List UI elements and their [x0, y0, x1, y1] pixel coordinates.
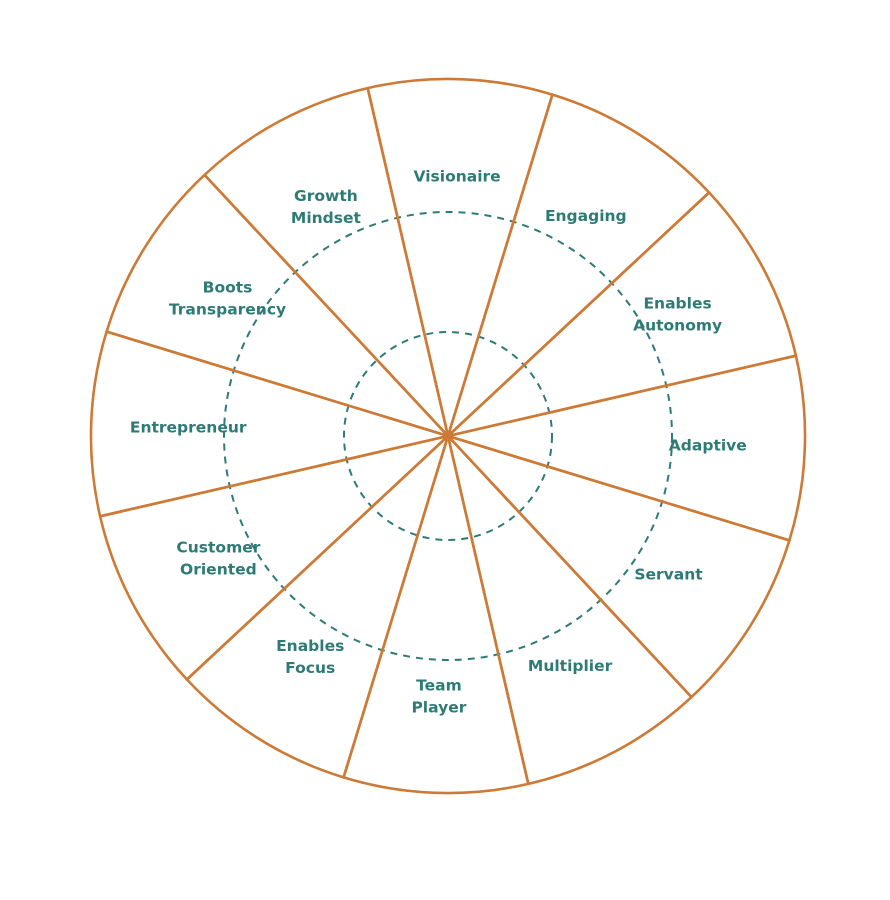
segment-label-line: Adaptive [669, 437, 747, 455]
wheel-segment [446, 191, 798, 438]
segment-label-line: Multiplier [528, 657, 613, 675]
segment-label-line: Engaging [545, 207, 627, 225]
segment-label-line: Transparency [169, 301, 286, 319]
wheel-segment [342, 434, 530, 795]
segment-label-line: Boots [203, 279, 253, 297]
wheel-segment [105, 173, 450, 438]
wheel-segment [446, 434, 693, 786]
wheel-segment [366, 77, 554, 438]
segment-label-line: Visionaire [414, 168, 501, 186]
segment-label-line: Autonomy [633, 316, 722, 334]
wheel-segment [185, 434, 450, 779]
outer-dashed-circle [223, 211, 673, 661]
wheel-segment [446, 434, 791, 699]
segment-label-line: Enables [276, 637, 344, 655]
wheel-segment [446, 354, 807, 542]
segment-label-line: Enables [643, 294, 711, 312]
segment-label-line: Focus [285, 659, 335, 677]
segment-label: Visionaire [414, 168, 501, 186]
segment-label: Adaptive [669, 437, 747, 455]
segment-label-line: Customer [176, 539, 260, 557]
wheel-segment [203, 86, 450, 438]
segment-label: Entrepreneur [130, 418, 247, 436]
segments-layer [89, 77, 807, 795]
segment-label: Servant [634, 565, 703, 583]
segment-label-line: Team [416, 676, 462, 694]
segment-label-line: Mindset [291, 209, 362, 227]
wheel-segment [98, 434, 450, 681]
wheel-segment [89, 330, 450, 518]
segment-label-line: Servant [634, 565, 703, 583]
segment-label: Multiplier [528, 657, 613, 675]
segment-label: Engaging [545, 207, 627, 225]
segment-label-line: Entrepreneur [130, 418, 247, 436]
center-hub [444, 432, 452, 440]
segment-label-line: Oriented [180, 561, 257, 579]
wheel-segment [446, 93, 711, 438]
inner-dashed-circle [343, 331, 553, 541]
segment-label-line: Growth [294, 187, 358, 205]
segment-label-line: Player [411, 698, 466, 716]
